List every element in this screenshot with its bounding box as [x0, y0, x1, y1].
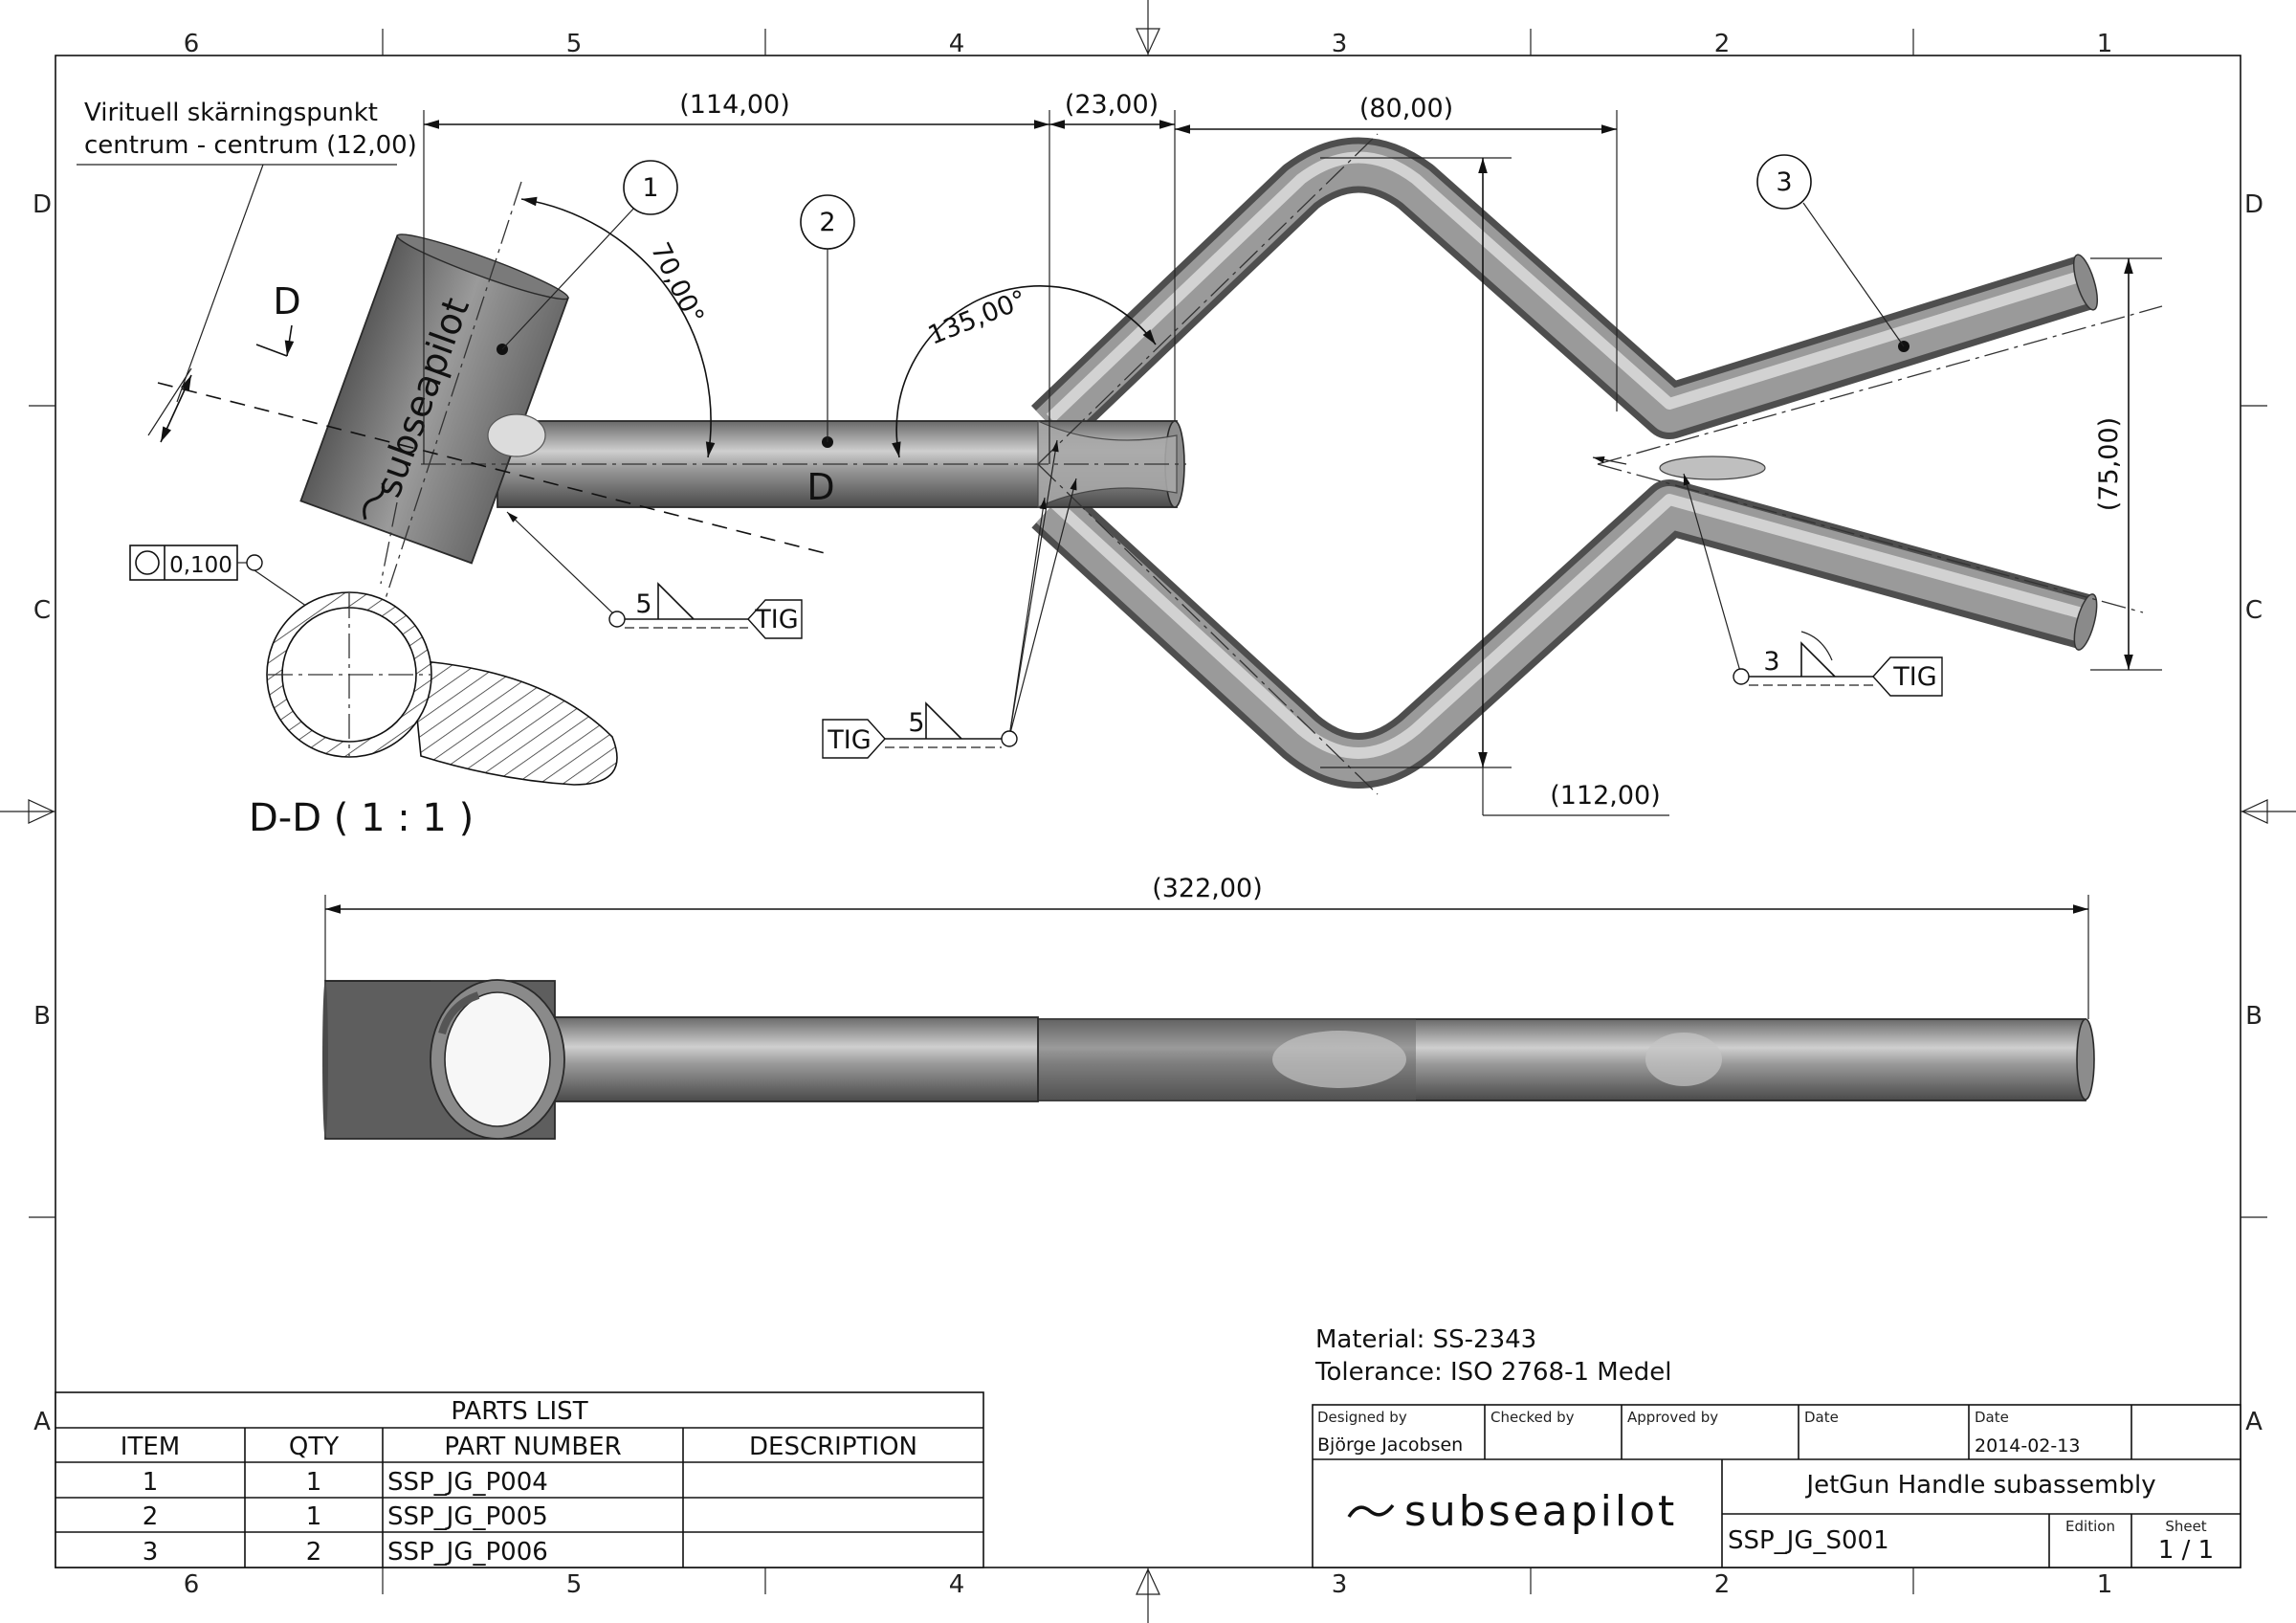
parts-list-cell: SSP_JG_P005	[387, 1502, 548, 1531]
dim-114: (114,00)	[679, 90, 790, 120]
dim-overall-group: (322,00)	[324, 874, 2089, 1019]
weld-size-1: 5	[635, 589, 651, 619]
zone-col-top: 4	[949, 30, 965, 58]
balloon-1: 1	[642, 173, 658, 203]
weld-size-2: 5	[908, 708, 924, 738]
weld-process-3: TIG	[1892, 662, 1936, 692]
note-line-1: Virituell skärningspunkt	[84, 99, 378, 127]
date-label: Date	[1804, 1409, 1839, 1426]
parts-list-header: DESCRIPTION	[749, 1433, 917, 1461]
dim-112: (112,00)	[1550, 781, 1661, 811]
approved-by-label: Approved by	[1627, 1409, 1718, 1426]
balloon-3: 3	[1776, 167, 1792, 197]
section-view: D-D ( 1 : 1 )	[249, 501, 618, 840]
parts-list-cell: 2	[143, 1502, 159, 1531]
weld-size-3: 3	[1763, 647, 1779, 677]
section-view-title: D-D ( 1 : 1 )	[249, 796, 474, 840]
zone-row-left: B	[33, 1002, 51, 1031]
section-mark-right: D	[806, 466, 834, 508]
dim-80: (80,00)	[1359, 94, 1453, 123]
parts-list-header: QTY	[289, 1433, 339, 1461]
zone-row-right: A	[2245, 1408, 2263, 1436]
zone-row-left: A	[33, 1408, 51, 1436]
weld-symbol-1: 5 TIG	[506, 511, 803, 639]
zone-col-top: 5	[566, 30, 583, 58]
balloons: 1 2 3	[501, 154, 1905, 442]
drawing-date: 2014-02-13	[1975, 1435, 2080, 1456]
zone-row-left: D	[33, 190, 52, 219]
designer-name: Björge Jacobsen	[1317, 1434, 1463, 1456]
sheet-number: 1 / 1	[2158, 1536, 2214, 1565]
weld-symbol-3: 3 TIG	[1683, 473, 1943, 697]
drawing-title: JetGun Handle subassembly	[1804, 1471, 2155, 1500]
zone-row-right: D	[2244, 190, 2263, 219]
zone-col-bottom: 1	[2097, 1570, 2113, 1599]
title-block: Designed by Checked by Approved by Date …	[1312, 1404, 2241, 1568]
zone-col-bottom: 6	[184, 1570, 200, 1599]
zone-col-top: 6	[184, 30, 200, 58]
zone-row-left: C	[33, 596, 51, 625]
weld-symbol-2: 5 TIG	[822, 439, 1077, 759]
designed-by-label: Designed by	[1317, 1409, 1407, 1426]
weld-process-1: TIG	[754, 605, 798, 634]
zone-col-top: 2	[1714, 30, 1731, 58]
parts-list-cell: SSP_JG_P006	[387, 1538, 548, 1567]
section-mark-left: D	[273, 280, 300, 322]
tolerance-frame: 0,100	[129, 545, 317, 613]
tolerance-line: Tolerance: ISO 2768-1 Medel	[1314, 1358, 1671, 1387]
parts-list-cell: 2	[306, 1538, 322, 1567]
parts-list-header: PART NUMBER	[444, 1433, 621, 1461]
parts-list: PARTS LIST ITEM QTY PART NUMBER DESCRIPT…	[55, 1391, 984, 1568]
dim-322: (322,00)	[1152, 874, 1263, 903]
zone-row-right: C	[2245, 596, 2263, 625]
checked-by-label: Checked by	[1490, 1409, 1575, 1426]
zone-col-bottom: 5	[566, 1570, 583, 1599]
sleeve: subseapilot	[299, 233, 570, 565]
balloon-2: 2	[819, 208, 835, 237]
parts-list-cell: 1	[306, 1502, 322, 1531]
parts-list-cell: 3	[143, 1538, 159, 1567]
parts-list-cell: SSP_JG_P004	[387, 1468, 548, 1497]
material-line: Material: SS-2343	[1315, 1325, 1536, 1354]
note-line-2: centrum - centrum (12,00)	[84, 131, 417, 160]
edition-label: Edition	[2065, 1518, 2115, 1535]
tolerance-value: 0,100	[169, 553, 232, 578]
parts-list-header: ITEM	[121, 1433, 180, 1461]
zone-row-right: B	[2245, 1002, 2263, 1031]
company-logo: subseapilot	[1404, 1487, 1677, 1536]
zone-col-top: 3	[1332, 30, 1348, 58]
virtual-intersection-note: Virituell skärningspunkt centrum - centr…	[84, 99, 417, 160]
date-label: Date	[1975, 1409, 2009, 1426]
dim-23: (23,00)	[1065, 90, 1159, 120]
zone-labels: 6 5 4 3 2 1 6 5 4 3 2 1 D C B A D C B A	[33, 30, 2263, 1599]
parts-list-title: PARTS LIST	[451, 1397, 587, 1426]
dim-75: (75,00)	[2094, 417, 2124, 511]
material-notes: Material: SS-2343 Tolerance: ISO 2768-1 …	[1314, 1325, 1671, 1387]
fork-tubes	[1030, 137, 2099, 789]
parts-list-cell: 1	[306, 1468, 322, 1497]
side-view	[322, 979, 2095, 1140]
top-view: subseapilot D D	[157, 133, 2163, 795]
zone-col-bottom: 2	[1714, 1570, 1731, 1599]
zone-col-bottom: 4	[949, 1570, 965, 1599]
zone-col-bottom: 3	[1332, 1570, 1348, 1599]
angle-135: 135,00°	[924, 285, 1031, 351]
weld-process-2: TIG	[827, 725, 871, 755]
sheet-label: Sheet	[2165, 1518, 2206, 1535]
zone-col-top: 1	[2097, 30, 2113, 58]
parts-list-cell: 1	[143, 1468, 159, 1497]
drawing-number: SSP_JG_S001	[1728, 1526, 1889, 1555]
angle-70: 70,00°	[645, 238, 710, 329]
